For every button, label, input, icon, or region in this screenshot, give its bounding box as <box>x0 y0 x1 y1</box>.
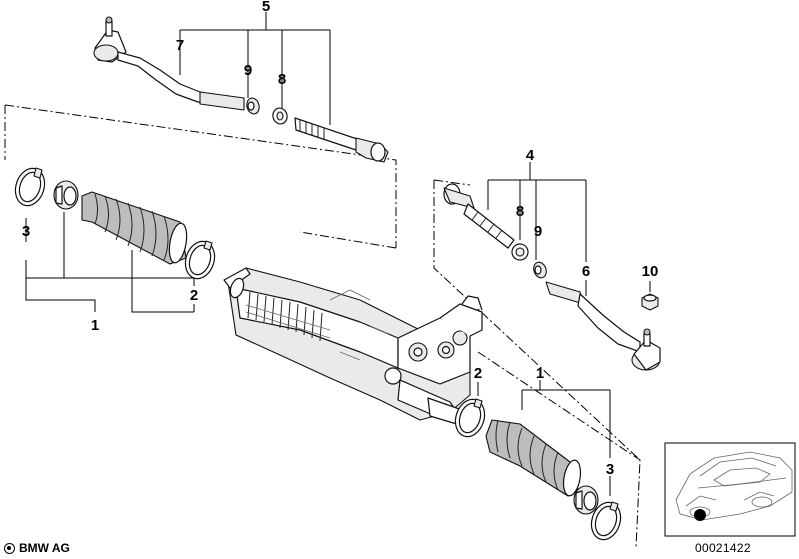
bushing-left <box>53 180 79 210</box>
callout-7: 7 <box>176 37 184 54</box>
clamp-upper-8 <box>272 107 288 125</box>
hose-clamp-right-outer <box>590 501 622 541</box>
steering-rack-housing <box>223 267 483 429</box>
hose-clamp-left-inner <box>184 240 216 280</box>
callout-1: 1 <box>91 317 99 334</box>
inner-tie-rod-upper <box>294 117 389 163</box>
tie-rod-end-right <box>545 281 661 371</box>
leader-lines <box>25 12 651 496</box>
callout-2: 2 <box>474 365 482 382</box>
hose-clamp-left-outer <box>14 167 46 207</box>
self-locking-nut-10 <box>641 293 659 311</box>
callout-4: 4 <box>526 147 535 164</box>
callout-10: 10 <box>642 263 659 280</box>
brand-label: BMW AG <box>4 541 70 555</box>
callout-8: 8 <box>278 71 286 88</box>
callout-3: 3 <box>22 223 30 240</box>
tie-rod-end-left <box>93 16 245 111</box>
hose-clamp-right-inner <box>454 398 486 438</box>
rubber-boot-left <box>81 191 188 265</box>
inner-tie-rod-right <box>443 183 515 249</box>
callout-6: 6 <box>582 263 590 280</box>
callout-9: 9 <box>244 62 252 79</box>
group-frame-right <box>433 179 641 549</box>
clamp-lower-8 <box>511 243 529 261</box>
brand-text: BMW AG <box>19 541 70 555</box>
locknut-lower-9 <box>533 261 547 279</box>
callout-5: 5 <box>262 0 270 15</box>
brand-logo-icon <box>4 542 15 554</box>
callout-3: 3 <box>606 461 614 478</box>
callout-2: 2 <box>190 287 198 304</box>
callout-9: 9 <box>534 223 542 240</box>
locknut-upper-9 <box>246 97 260 115</box>
rubber-boot-right <box>485 419 582 497</box>
callout-1: 1 <box>536 365 544 382</box>
group-frame-left <box>4 104 397 249</box>
bushing-right <box>573 485 599 515</box>
vehicle-location-thumbnail <box>664 442 796 537</box>
location-marker <box>694 509 706 521</box>
drawing-number: 00021422 <box>695 541 751 555</box>
callout-8: 8 <box>516 203 524 220</box>
